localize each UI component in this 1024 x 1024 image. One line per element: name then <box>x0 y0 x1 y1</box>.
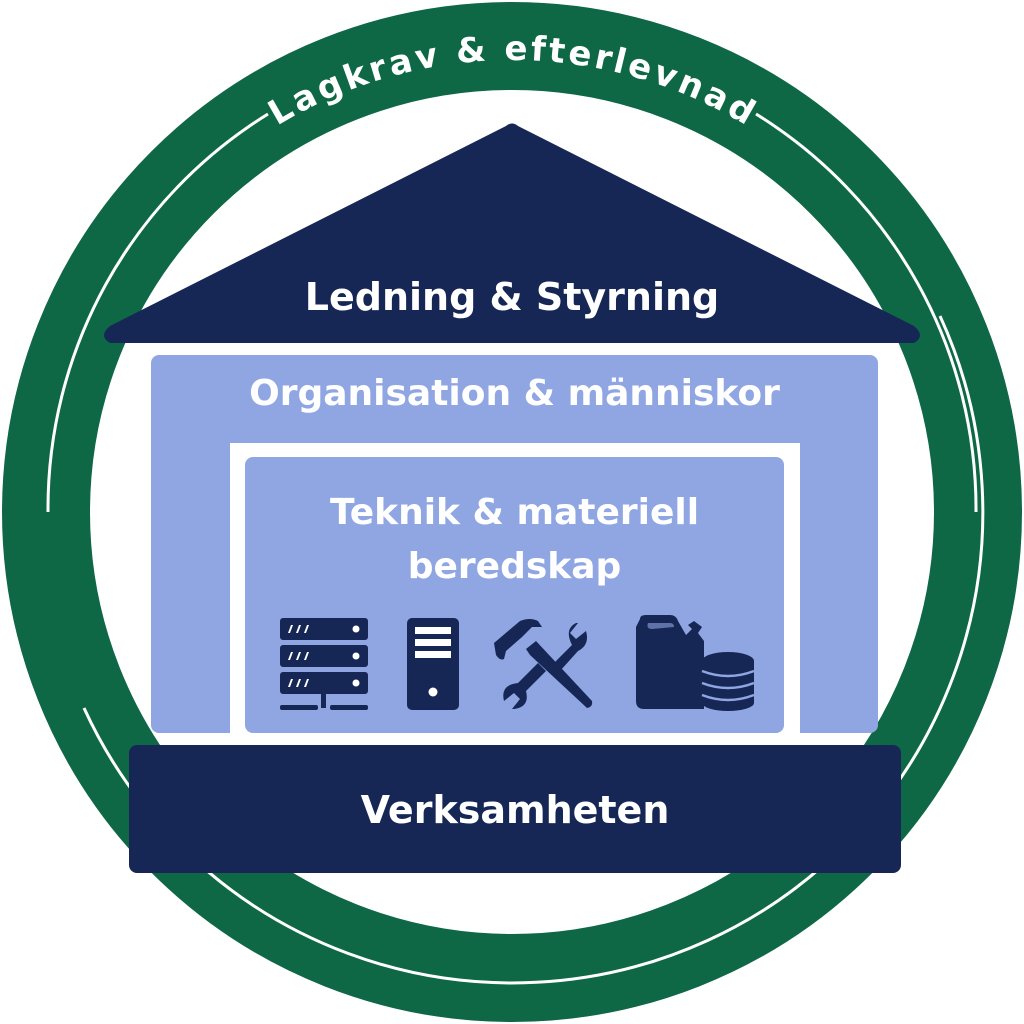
teknik-label: Teknik & materiell beredskap <box>245 486 784 594</box>
computer-tower-icon <box>407 618 459 710</box>
organisation-label: Organisation & människor <box>249 373 780 414</box>
fuel-can-coins-icon <box>636 615 755 711</box>
teknik-label-line1: Teknik & materiell <box>329 492 700 533</box>
teknik-label-line2: beredskap <box>407 546 622 587</box>
server-rack-icon <box>280 618 368 710</box>
roof-shape <box>104 123 920 343</box>
hammer-wrench-icon <box>494 619 593 709</box>
foundation-label: Verksamheten <box>360 788 670 832</box>
foundation-bar <box>129 745 901 873</box>
roof-label: Ledning & Styrning <box>304 275 720 319</box>
